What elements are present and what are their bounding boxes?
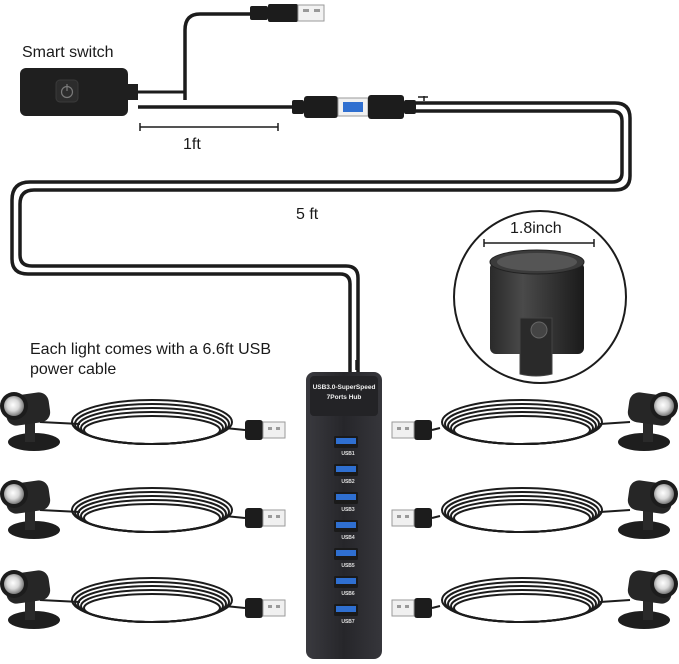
hub-port-list [334, 436, 358, 616]
hub-title-line1: USB3.0-SuperSpeed [312, 384, 376, 391]
lamp-left-2 [0, 480, 286, 539]
lamp-left-1 [0, 392, 286, 451]
smart-switch-label: Smart switch [22, 44, 114, 61]
cable-1ft-label: 1ft [183, 136, 201, 153]
usb-port-3 [334, 492, 358, 504]
usb-port-label: USB1 [341, 451, 355, 457]
usb-port-label: USB5 [341, 563, 355, 569]
usb-port-1 [334, 436, 358, 448]
usb-port-4 [334, 520, 358, 532]
usb-port-label: USB3 [341, 507, 355, 513]
diameter-zoom [453, 210, 627, 384]
usb-port-label: USB7 [341, 619, 355, 625]
hub-title-line2: 7Ports Hub [326, 394, 362, 401]
hub-title: USB3.0-SuperSpeed 7Ports Hub [308, 383, 380, 403]
cable-note: Each light comes with a 6.6ft USB power … [30, 341, 271, 378]
usb-port-label: USB6 [341, 591, 355, 597]
usb-extension-connector [292, 95, 416, 119]
lamp-right-1 [391, 392, 678, 451]
usb-port-5 [334, 548, 358, 560]
lamp-set [0, 392, 678, 629]
cable-5ft [10, 101, 632, 372]
usb-plug-top [183, 4, 325, 100]
diameter-label: 1.8inch [510, 220, 562, 237]
cable-5ft-label: 5 ft [296, 206, 319, 223]
usb-port-label: USB2 [341, 479, 355, 485]
usb-hub [306, 372, 382, 659]
usb-port-7 [334, 604, 358, 616]
usb-port-2 [334, 464, 358, 476]
lamp-right-3 [391, 570, 678, 629]
lamp-left-3 [0, 570, 286, 629]
usb-port-label: USB4 [341, 535, 355, 541]
lamp-right-2 [391, 480, 678, 539]
usb-port-6 [334, 576, 358, 588]
smart-switch [20, 68, 138, 116]
